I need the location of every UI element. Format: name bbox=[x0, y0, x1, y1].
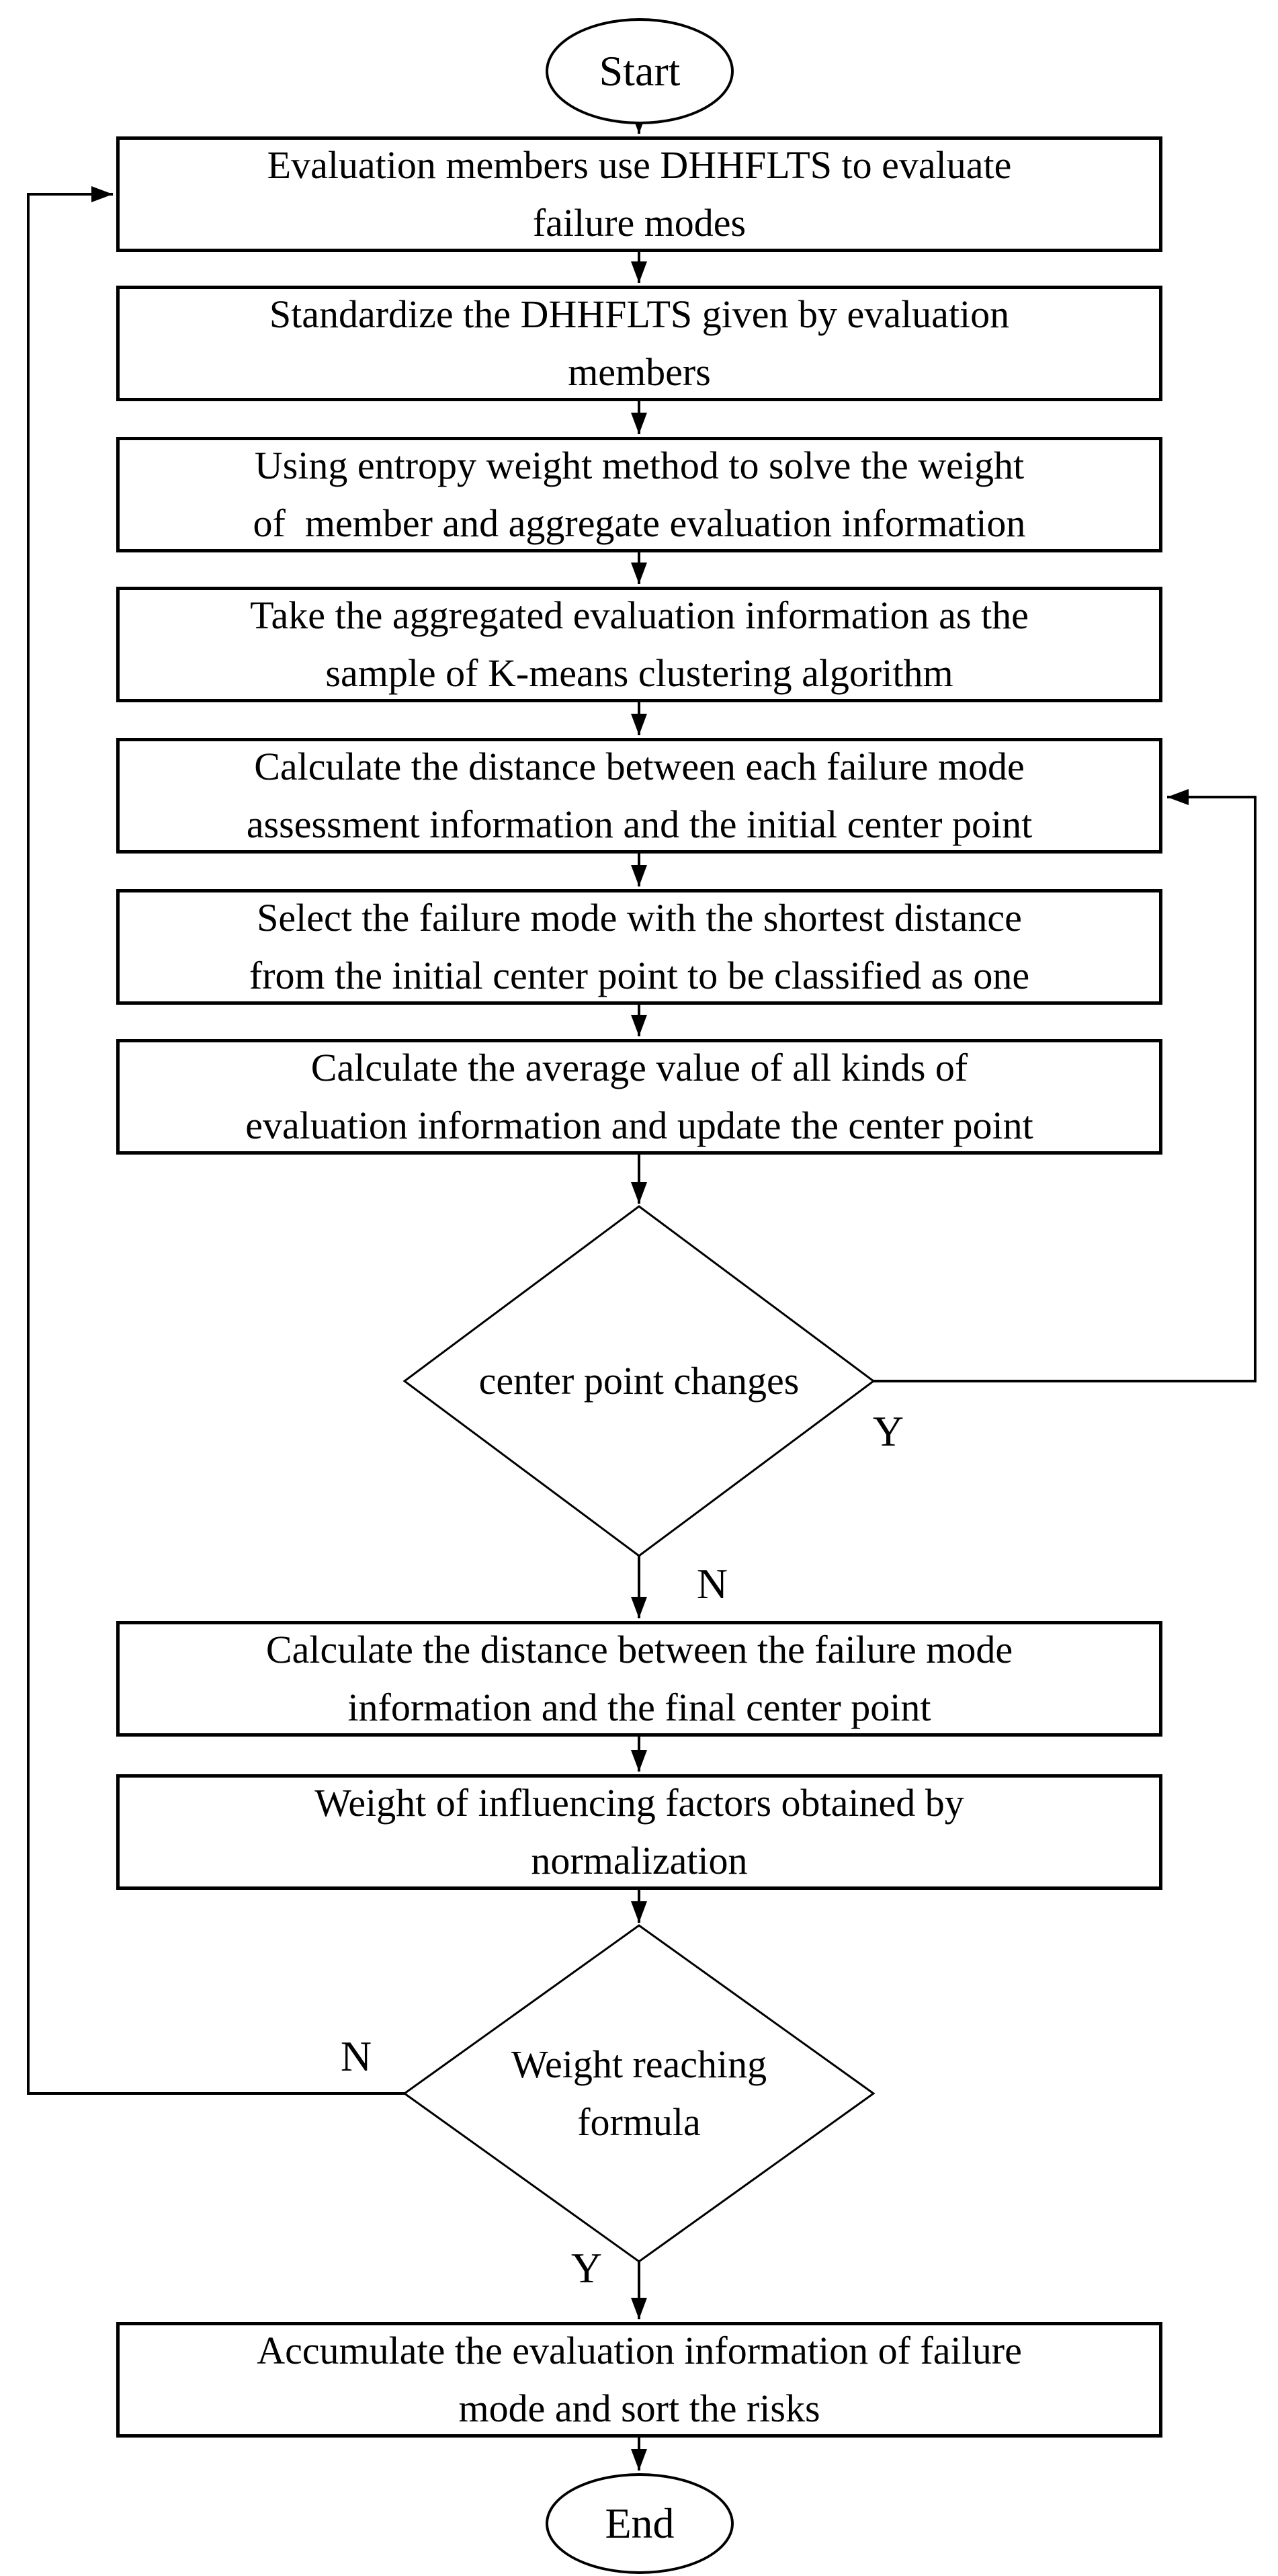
process-box-distance-final-center: Calculate the distance between the failu… bbox=[116, 1621, 1162, 1737]
start-label: Start bbox=[599, 47, 681, 95]
process-box-standardize-dhhflts: Standardize the DHHFLTS given by evaluat… bbox=[116, 286, 1162, 401]
start-terminator: Start bbox=[546, 18, 734, 124]
process-box-evaluate-failure-modes: Evaluation members use DHHFLTS to evalua… bbox=[116, 136, 1162, 252]
decision-text-center-point-changes: center point changes bbox=[478, 1359, 800, 1403]
process-box-select-shortest-distance: Select the failure mode with the shortes… bbox=[116, 889, 1162, 1005]
process-text: Calculate the distance between the failu… bbox=[265, 1628, 1013, 1729]
process-text: Standardize the DHHFLTS given by evaluat… bbox=[269, 292, 1010, 394]
process-box-entropy-weight-method: Using entropy weight method to solve the… bbox=[116, 437, 1162, 552]
process-text: Accumulate the evaluation information of… bbox=[257, 2329, 1022, 2430]
process-text: Using entropy weight method to solve the… bbox=[253, 444, 1026, 545]
process-text: Weight of influencing factors obtained b… bbox=[314, 1781, 964, 1882]
end-label: End bbox=[605, 2499, 675, 2547]
loop-arrow-d1-yes-to-p5 bbox=[874, 789, 1256, 1382]
branch-label-d1-yes: Y bbox=[872, 1407, 904, 1455]
loop-arrow-d2-no-to-p1 bbox=[27, 186, 404, 2095]
process-text: Calculate the average value of all kinds… bbox=[245, 1046, 1033, 1147]
process-box-kmeans-sample: Take the aggregated evaluation informati… bbox=[116, 587, 1162, 702]
branch-label-d1-no: N bbox=[696, 1560, 728, 1608]
process-text: Take the aggregated evaluation informati… bbox=[250, 593, 1029, 695]
process-text: Calculate the distance between each fail… bbox=[246, 745, 1033, 846]
process-box-accumulate-sort-risks: Accumulate the evaluation information of… bbox=[116, 2322, 1162, 2438]
branch-label-d2-no: N bbox=[340, 2032, 372, 2080]
process-box-average-update-center: Calculate the average value of all kinds… bbox=[116, 1039, 1162, 1155]
process-text: Evaluation members use DHHFLTS to evalua… bbox=[267, 143, 1012, 245]
process-box-normalization-weight: Weight of influencing factors obtained b… bbox=[116, 1774, 1162, 1890]
decision-text-weight-reaching-formula: Weight reaching formula bbox=[511, 2042, 767, 2144]
process-text: Select the failure mode with the shortes… bbox=[249, 896, 1030, 997]
end-terminator: End bbox=[546, 2473, 734, 2574]
branch-label-d2-yes: Y bbox=[570, 2244, 603, 2292]
process-box-distance-initial-center: Calculate the distance between each fail… bbox=[116, 738, 1162, 854]
